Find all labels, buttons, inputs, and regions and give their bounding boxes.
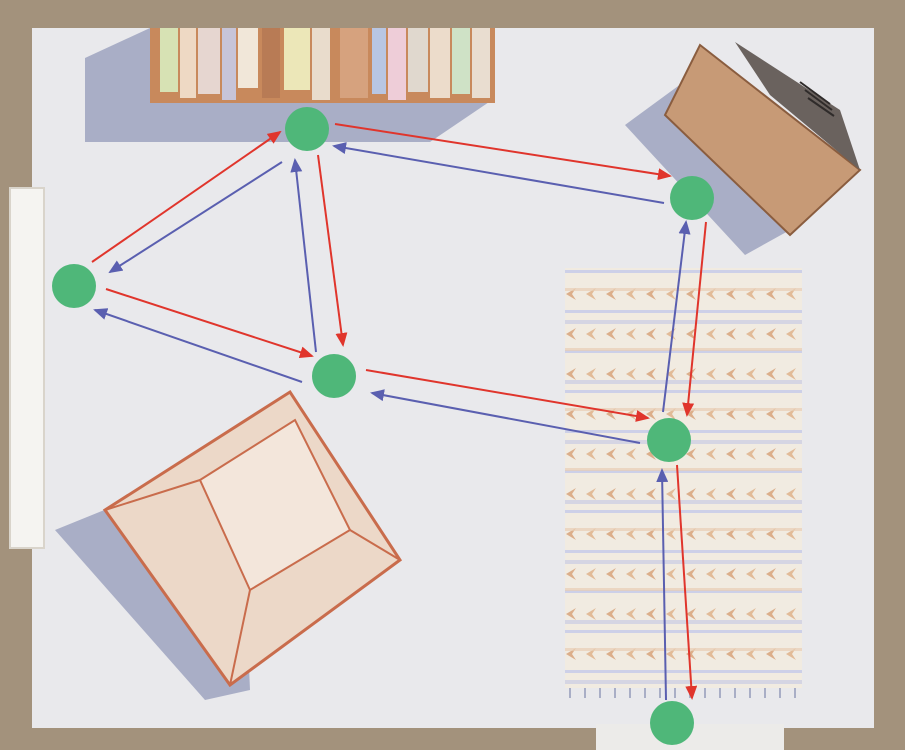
arrow-center-to-window (93, 308, 303, 383)
television (663, 42, 862, 237)
arrow-tv-to-rug (682, 221, 707, 417)
nodes (52, 107, 714, 745)
tv-node (670, 176, 714, 220)
arrow-window-to-bookshelf (91, 130, 282, 263)
center-node (312, 354, 356, 398)
arrow-bookshelf-to-window (108, 161, 283, 274)
arrow-center-to-rug (365, 369, 650, 422)
bookshelf-node (285, 107, 329, 151)
arrow-center-to-bookshelf (290, 158, 317, 353)
window-node (52, 264, 96, 308)
arrow-rug-to-center (370, 389, 641, 444)
arrow-door-to-rug (656, 468, 669, 701)
arrow-tv-to-bookshelf (332, 142, 665, 204)
window (9, 187, 45, 549)
rug-node (647, 418, 691, 462)
patterned-rug (565, 268, 802, 698)
arrow-window-to-center (105, 288, 314, 358)
bookshelf (150, 28, 495, 103)
arrow-rug-to-door (676, 464, 698, 700)
arrow-rug-to-tv (662, 220, 691, 413)
arrow-bookshelf-to-tv (334, 123, 672, 181)
door-node (650, 701, 694, 745)
arrow-bookshelf-to-center (317, 154, 348, 347)
armchair (102, 389, 403, 688)
forward-arrows (91, 123, 707, 700)
back-arrows (93, 142, 691, 701)
